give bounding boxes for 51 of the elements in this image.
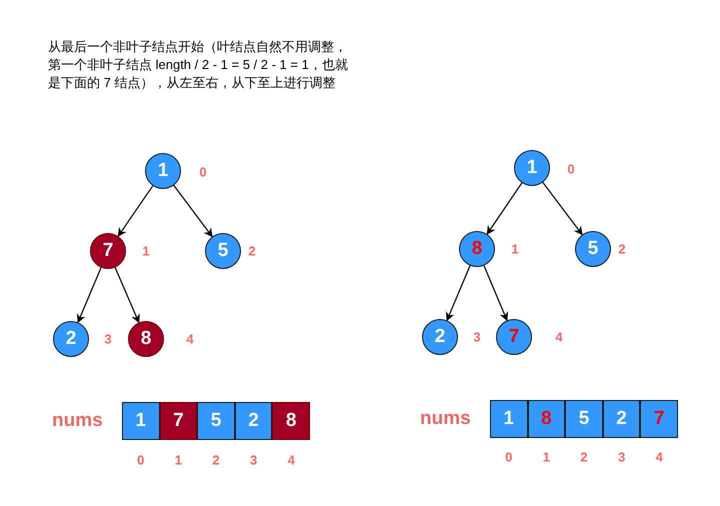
index-label: 2: [580, 450, 588, 464]
index-label: 1: [142, 244, 150, 258]
index-label: 2: [212, 452, 220, 468]
index-label: 0: [567, 162, 575, 176]
tree-node-circle: 7: [90, 233, 126, 269]
arrow: [76, 267, 102, 324]
arrow: [173, 185, 213, 238]
index-label: 4: [288, 452, 295, 468]
index-label: 3: [473, 330, 481, 344]
arrow: [118, 186, 154, 237]
index-label: 0: [137, 452, 144, 468]
array-name: nums: [52, 410, 103, 432]
index-label: 4: [656, 450, 663, 464]
tree-node-circle: 1: [145, 153, 181, 189]
array-element: 1: [490, 400, 528, 438]
arrow: [483, 265, 508, 322]
index-label: 2: [618, 242, 626, 256]
array-element: 8: [272, 402, 310, 440]
array-element: 5: [565, 400, 603, 438]
index-label: 2: [248, 244, 256, 258]
array-element: 7: [640, 400, 678, 438]
index-label: 3: [618, 450, 626, 464]
index-label: 4: [555, 330, 563, 344]
tree-node-circle: 5: [575, 231, 611, 267]
index-label: 4: [186, 332, 194, 346]
index-label: 0: [199, 164, 207, 180]
index-label: 1: [542, 450, 550, 464]
array-name: nums: [420, 408, 471, 430]
description-text: 从最后一个非叶子结点开始（叶结点自然不用调整，第一个非叶子结点 length / 2 - 1 = 5 / 2 - 1 = 1，也就是下面的 7 结点），从左至右，从下至上进行调整: [48, 38, 348, 92]
index-label: 0: [505, 450, 512, 464]
array-element: 1: [122, 402, 160, 440]
index-label: 3: [104, 332, 112, 346]
array-element: 5: [197, 402, 235, 440]
array-element: 8: [528, 400, 566, 438]
arrow: [446, 265, 471, 322]
tree-node-circle: 2: [422, 319, 458, 355]
tree-node-circle: 2: [53, 321, 89, 357]
index-label: 1: [511, 242, 519, 256]
array-element: 2: [602, 400, 640, 438]
array-element: 7: [160, 402, 198, 440]
tree-node-circle: 8: [128, 321, 164, 357]
index-label: 1: [174, 452, 182, 468]
index-label: 3: [250, 452, 258, 468]
arrow: [542, 182, 583, 236]
tree-node-circle: 1: [514, 150, 550, 186]
tree-node-circle: 7: [496, 319, 532, 355]
tree-node-circle: 8: [459, 231, 495, 267]
tree-node-circle: 5: [205, 233, 241, 269]
arrow: [486, 182, 522, 235]
array-element: 2: [234, 402, 272, 440]
arrow: [114, 267, 140, 324]
